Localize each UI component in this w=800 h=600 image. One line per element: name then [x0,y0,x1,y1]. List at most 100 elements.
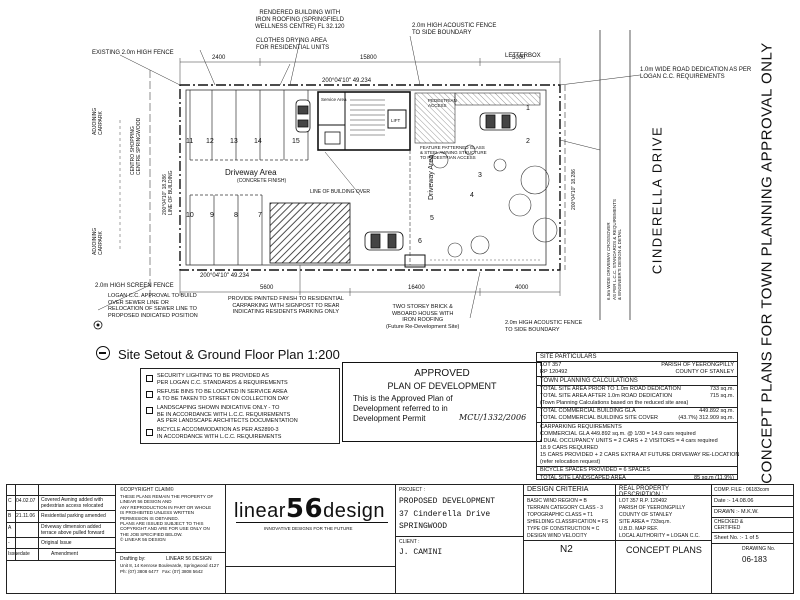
parish: PARISH OF YEERONGPILLY [661,362,734,368]
real-property-row: SITE AREA = 733sq.m. [619,519,671,525]
copyright-text: THESE PLANS REMAIN THE PROPERTY OF LINEA… [120,494,214,543]
calc-row: TOTAL SITE AREA AFTER 1.0m ROAD DEDICATI… [540,393,734,399]
carparking-row: (refer relocation request) [540,459,601,465]
drawing-number: 06-183 [742,555,767,564]
residential-parking-hatch [269,202,351,264]
logo-num: 56 [285,494,324,524]
bay-number: 10 [186,212,194,219]
note-item: SECURITY LIGHTING TO BE PROVIDED AS PER … [157,373,288,386]
rev-col-header: date [20,551,30,557]
drawing-no-label: DRAWING No. [742,546,776,552]
company-logo: linear56design [234,494,385,524]
bay-number: 5 [430,215,434,222]
label-acoustic-fence-top: 2.0m HIGH ACOUSTIC FENCE TO SIDE BOUNDAR… [412,23,497,36]
design-criteria-row: TOPOGRAPHIC CLASS = T1 [527,512,594,518]
project-block: PROJECT : PROPOSED DEVELOPMENT 37 Cinder… [396,484,524,594]
drawing-date: Date :- 14.08.06 [714,498,754,504]
label-bearing-left: 200°04'10" 18.286 [162,174,168,215]
logo-tagline: INNOVATIVE DESIGNS FOR THE FUTURE [264,526,353,531]
note-marker-icon [146,391,153,398]
bay-number: 8 [234,212,238,219]
bay-number: 6 [418,238,422,245]
label-letterbox: LETTERBOX [505,53,541,59]
label-pedestrian-access: PEDESTRIAN ACCESS [428,98,457,108]
building-outline [185,89,547,266]
note-marker-icon [146,375,153,382]
rev-letter: A [8,525,12,531]
dims-bottom-lines [179,270,561,296]
label-line-of-building: LINE OF BUILDING [168,170,174,215]
calc-row: TOTAL SITE AREA PRIOR TO 1.0m ROAD DEDIC… [540,386,734,392]
rev-date: 21.11.06 [16,513,36,519]
label-clothes-drying: CLOTHES DRYING AREA FOR RESIDENTIAL UNIT… [256,38,330,51]
carparking-header: CARPARKING REQUIREMENTS [537,422,737,431]
rev-text: Original Issue [41,540,72,546]
carparking-row: 18.9 CARS REQUIRED [540,445,599,451]
copyright-block: ©COPYRIGHT CLAIM© THESE PLANS REMAIN THE… [116,484,226,594]
logo-right: design [323,500,386,522]
real-property-row: U.B.D. MAP REF. [619,526,659,532]
drawn-by: DRAWN :- M.K.W. [714,509,759,515]
project-name: PROPOSED DEVELOPMENT [399,497,496,506]
design-criteria-row: DESIGN WIND VELOCITY [527,533,588,539]
service-core [317,91,411,151]
carparking-row: 15 CARS PROVIDED + 2 CARS EXTRA AT FUTUR… [540,452,740,458]
note-marker-icon [146,429,153,436]
project-label: PROJECT : [399,487,426,493]
county: COUNTY OF STANLEY [675,369,734,375]
plan-title: Site Setout & Ground Floor Plan 1:200 [118,347,340,362]
bay-number: 13 [230,138,238,145]
title-block [6,484,794,594]
car-bottom [364,231,404,251]
real-property-block: REAL PROPERTY DESCRIPTION : LOT 357 R.P.… [616,484,712,594]
project-address1: 37 Cinderella Drive [399,510,491,519]
label-driveway-area: Driveway Area [225,168,277,177]
logo-left: linear [234,500,286,522]
bay-number: 15 [292,138,300,145]
dim-top-3: 5000 [512,55,526,61]
dim-bottom-2: 16400 [408,285,425,291]
file-info-block: COMP. FILE : 06183com Date :- 14.08.06 D… [712,484,794,594]
logo-block: linear56design INNOVATIVE DESIGNS FOR TH… [226,484,396,594]
car-top-left [295,99,311,133]
note-item: LANDSCAPING SHOWN INDICATIVE ONLY - TO B… [157,405,298,424]
landscape-strip-top [454,92,541,106]
bay-number: 1 [526,105,530,112]
bay-number: 4 [470,192,474,199]
carparking-row: COMMERCIAL GLA 449.892 sq.m. @ 1/30 = 14… [540,431,696,437]
drafting-text: LINEAR 56 DESIGN [166,556,212,562]
revisions-table: C 04.02.07 Covered Awning added with ped… [6,484,116,594]
label-logan-sewer: LOGAN C.C. APPROVAL TO BUILD OVER SEWER … [108,293,198,319]
real-property-header: REAL PROPERTY DESCRIPTION : [619,486,669,498]
bay-number: 9 [210,212,214,219]
label-bearing-bottom: 200°04'10" 49.234 [200,273,250,279]
rev-letter: B [8,513,12,519]
comp-file: COMP. FILE : 06183com [714,487,770,493]
parking-bays-top [189,90,309,161]
site-plan-drawing [93,30,641,330]
landscape-trees [431,144,558,258]
label-painted-finish: PROVIDE PAINTED FINISH TO RESIDENTIAL CA… [228,296,344,315]
stamp-approved: APPROVED [414,368,470,379]
design-criteria-block: DESIGN CRITERIA BASIC WIND REGION = B TE… [524,484,616,594]
label-bearing-right: 200°04'10" 18.286 [571,169,577,210]
carparking-row: • DUAL OCCUPANCY UNITS = 2 CARS + 2 VISI… [540,438,718,444]
car-top-right [479,112,517,131]
label-crossover: 6.5m WIDE DRIVEWAY CROSSOVER AS PER L.C.… [606,199,622,300]
lot: LOT 357 [540,362,562,368]
note-item: BICYCLE ACCOMMODATION AS PER AS2890-3 IN… [157,427,282,440]
bay-number: 3 [478,172,482,179]
rev-date: 04.02.07 [16,498,36,504]
dim-bottom-1: 5600 [260,285,274,291]
label-bearing-top: 200°04'10" 49.234 [322,78,372,84]
label-line-of-building-over: LINE OF BUILDING OVER [310,189,371,195]
site-particulars-header: SITE PARTICULARS [537,353,737,362]
sheet-vertical-title: CONCEPT PLANS FOR TOWN PLANNING APPROVAL… [758,42,776,484]
calc-row: (Town Planning Calculations based on the… [540,400,689,406]
bay-number: 14 [254,138,262,145]
rev-letter: - [8,540,10,546]
dim-top-1: 2400 [212,55,226,61]
calc-row: TOTAL COMMERCIAL BUILDING SITE COVER(43.… [540,415,734,421]
